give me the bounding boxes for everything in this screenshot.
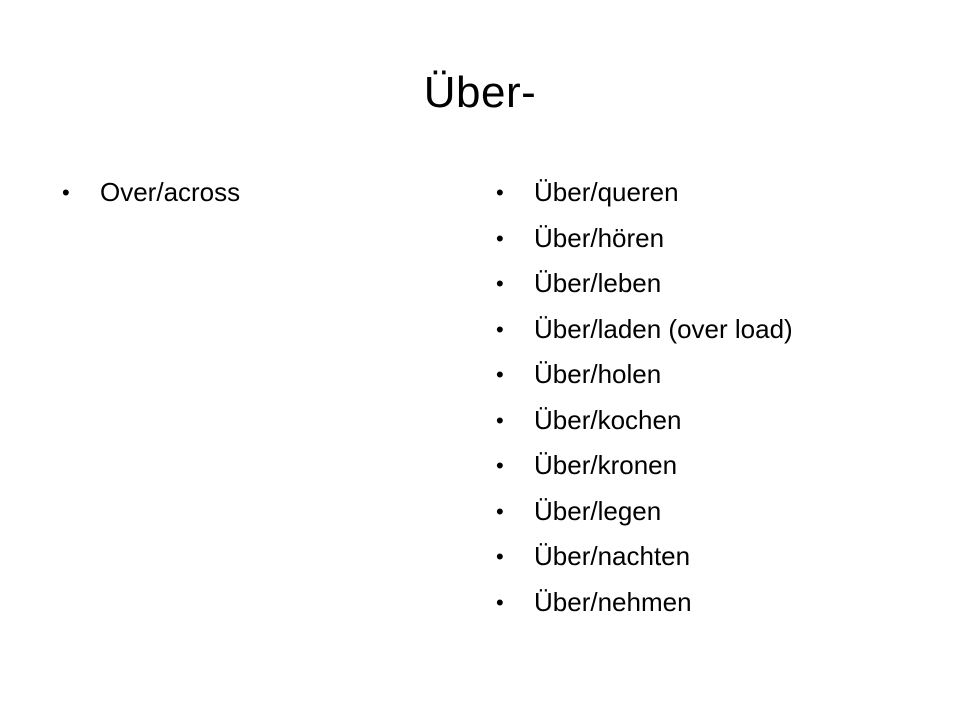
bullet-icon: • [496, 498, 504, 524]
list-item-label: Über/nachten [534, 541, 691, 571]
list-item: • Über/leben [496, 261, 916, 307]
list-item: • Über/nehmen [496, 580, 916, 626]
left-bullet-list: • Over/across [62, 170, 462, 216]
list-item-label: Über/holen [534, 359, 662, 389]
bullet-icon: • [496, 362, 504, 387]
list-item: • Über/hören [496, 216, 916, 262]
bullet-icon: • [496, 453, 504, 478]
list-item-label: Über/legen [534, 495, 662, 526]
list-item: • Über/laden (over load) [496, 307, 916, 353]
list-item: • Über/holen [496, 352, 916, 398]
list-item: • Über/kochen [496, 398, 916, 444]
list-item-label: Over/across [100, 177, 241, 207]
bullet-icon: • [496, 271, 504, 296]
list-item-label: Über/kronen [534, 450, 678, 480]
list-item: • Über/queren [496, 170, 916, 216]
slide-title: Über- [423, 68, 537, 117]
bullet-icon: • [496, 407, 504, 433]
list-item-label: Über/laden (over load) [534, 313, 793, 344]
bullet-icon: • [496, 180, 504, 205]
list-item: • Über/kronen [496, 443, 916, 489]
right-bullet-list: • Über/queren • Über/hören • Über/leben … [496, 170, 916, 625]
list-item-label: Über/kochen [534, 404, 682, 435]
list-item-label: Über/leben [534, 268, 662, 298]
bullet-icon: • [496, 225, 504, 251]
bullet-icon: • [62, 180, 70, 205]
list-item: • Über/nachten [496, 534, 916, 580]
bullet-icon: • [496, 316, 504, 342]
list-item: • Über/legen [496, 489, 916, 535]
list-item-label: Über/nehmen [534, 586, 692, 617]
list-item-label: Über/hören [534, 222, 665, 253]
bullet-icon: • [496, 589, 504, 615]
list-item-label: Über/queren [534, 177, 679, 207]
bullet-icon: • [496, 544, 504, 569]
list-item: • Over/across [62, 170, 462, 216]
